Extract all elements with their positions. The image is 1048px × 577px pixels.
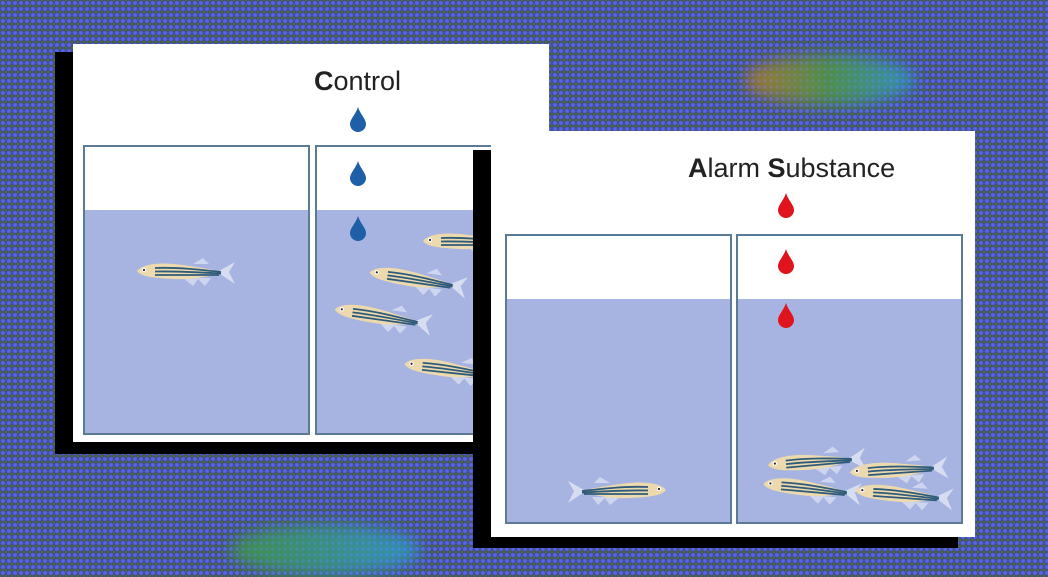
background-blur-fish <box>230 525 420 575</box>
blood-drop-icon <box>777 192 795 218</box>
blood-drop-icon <box>777 248 795 274</box>
title-initial: C <box>314 66 334 96</box>
zebrafish-icon <box>566 475 670 509</box>
zebrafish-icon <box>133 256 237 290</box>
alarm-title: Alarm Substance <box>688 153 895 184</box>
alarm-tank-left <box>505 234 732 524</box>
water <box>85 210 308 433</box>
title-initial: A <box>688 153 708 183</box>
title-initial: S <box>767 153 786 183</box>
control-tank-left <box>83 145 310 435</box>
title-rest: ubstance <box>785 153 896 183</box>
alarm-panel: Alarm Substance <box>491 131 975 537</box>
title-rest: ontrol <box>333 66 402 96</box>
water-drop-icon <box>349 215 367 241</box>
water-drop-icon <box>349 160 367 186</box>
title-rest: larm <box>707 153 768 183</box>
control-title: Control <box>314 66 401 97</box>
background-blur-fish <box>745 55 915 105</box>
zebrafish-icon <box>850 475 956 516</box>
blood-drop-icon <box>777 302 795 328</box>
water-drop-icon <box>349 106 367 132</box>
